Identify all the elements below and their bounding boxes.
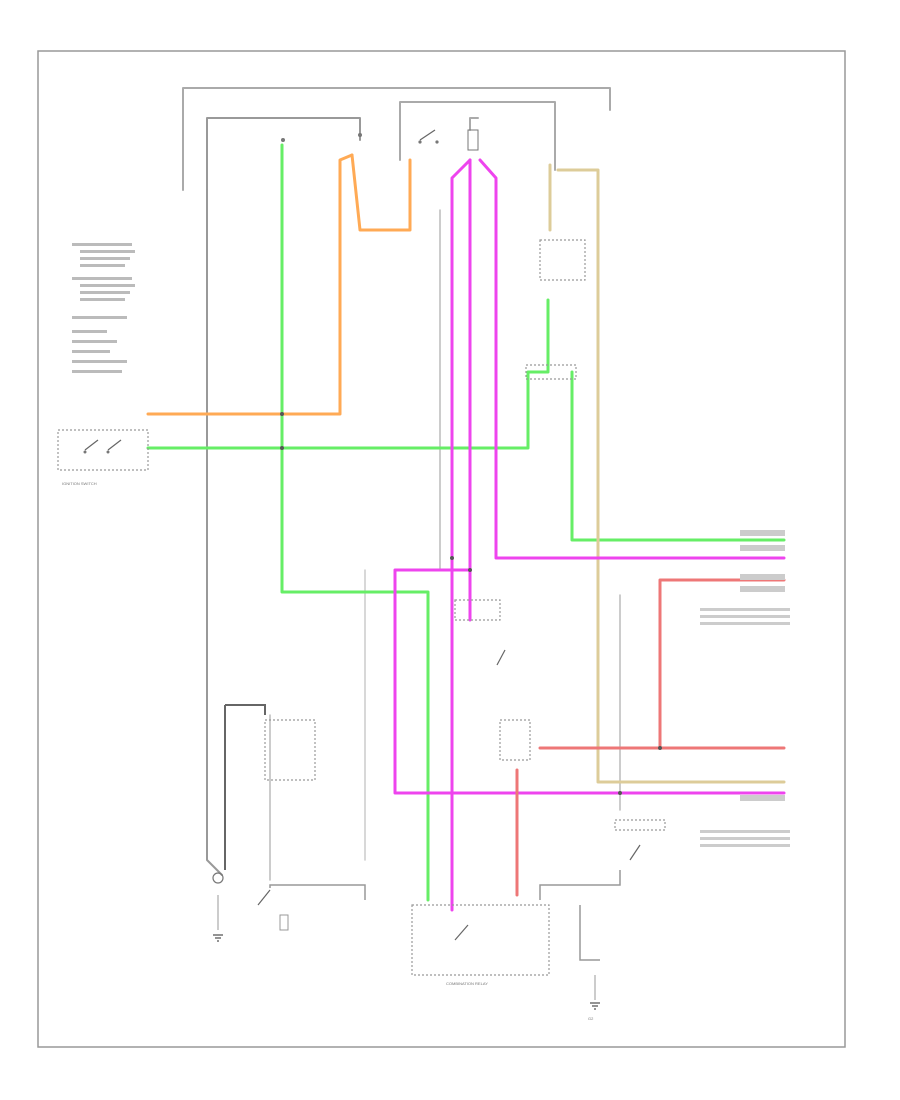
right-components bbox=[614, 530, 790, 847]
diagram-frame bbox=[37, 50, 846, 1048]
combination-relay-label: COMBINATION RELAY bbox=[446, 981, 488, 986]
legend-block bbox=[72, 243, 135, 373]
junctions bbox=[280, 412, 662, 795]
red-wires bbox=[515, 578, 786, 897]
bottom-left-ground bbox=[212, 704, 366, 942]
green-wires bbox=[146, 143, 786, 902]
bottom-right-ground: G2 bbox=[579, 844, 641, 1021]
gray-wires bbox=[182, 87, 621, 881]
top-switch-area bbox=[281, 129, 586, 380]
center-relay bbox=[454, 599, 531, 761]
ignition-switch-label: IGNITION SWITCH bbox=[62, 481, 97, 486]
ignition-switch: IGNITION SWITCH bbox=[57, 429, 149, 486]
ground-label: G2 bbox=[588, 1016, 594, 1021]
orange-wire bbox=[146, 153, 412, 416]
combination-relay: COMBINATION RELAY bbox=[411, 870, 621, 986]
tan-wire bbox=[548, 163, 786, 784]
magenta-wires bbox=[393, 158, 786, 912]
